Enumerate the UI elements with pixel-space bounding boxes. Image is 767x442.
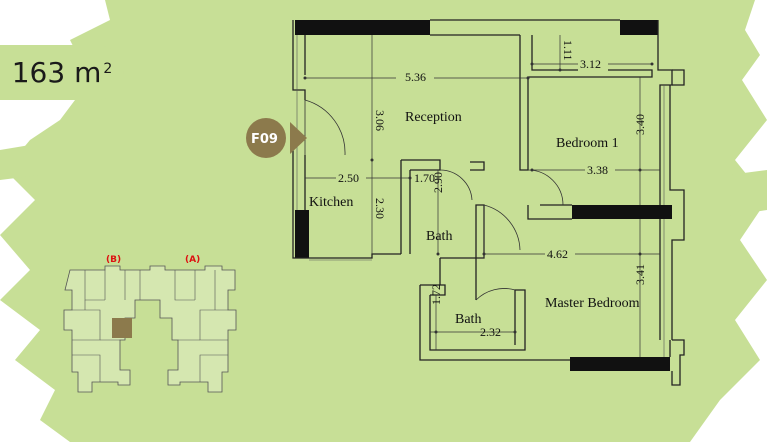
dim-1-72: 1.72 (429, 284, 443, 305)
dim-1-11: 1.11 (561, 40, 575, 61)
dim-2-30: 2.30 (373, 198, 387, 219)
dim-3-06: 3.06 (373, 110, 387, 131)
room-bedroom-1: Bedroom 1 (556, 136, 619, 151)
plan-walls (292, 19, 685, 386)
key-label-b: (B) (106, 255, 121, 265)
room-master-bedroom: Master Bedroom (545, 296, 640, 311)
key-plan: (B) (A) (63, 255, 237, 393)
unit-marker: F09 (246, 118, 307, 158)
dim-1-70: 1.70 (414, 171, 435, 185)
room-labels: Reception Bedroom 1 Kitchen Bath Bath Ma… (309, 110, 640, 327)
dim-3-38: 3.38 (587, 163, 608, 177)
dim-2-50: 2.50 (338, 171, 359, 185)
area-unit-superscript: 2 (103, 60, 113, 77)
dimension-ticks (303, 62, 654, 334)
key-plan-highlight (112, 318, 132, 338)
dimension-labels: 5.36 3.06 1.11 3.12 3.40 3.38 2.50 1.70 … (336, 40, 647, 339)
area-value: 163 m (11, 56, 102, 89)
key-label-a: (A) (185, 255, 200, 265)
dim-3-40: 3.40 (633, 114, 647, 135)
room-bath-1: Bath (426, 229, 452, 244)
dim-5-36: 5.36 (405, 70, 426, 84)
room-reception: Reception (405, 110, 462, 125)
thick-walls (295, 20, 672, 371)
room-kitchen: Kitchen (309, 195, 353, 210)
dim-4-62: 4.62 (547, 247, 568, 261)
door-swings (304, 99, 564, 301)
dim-3-41: 3.41 (633, 264, 647, 285)
room-bath-2: Bath (455, 312, 481, 327)
dim-3-12: 3.12 (580, 57, 601, 71)
dim-2-90: 2.90 (431, 172, 445, 193)
windows (296, 35, 665, 357)
dim-2-32: 2.32 (480, 325, 501, 339)
key-plan-outline (63, 265, 237, 393)
unit-marker-label: F09 (251, 132, 278, 147)
